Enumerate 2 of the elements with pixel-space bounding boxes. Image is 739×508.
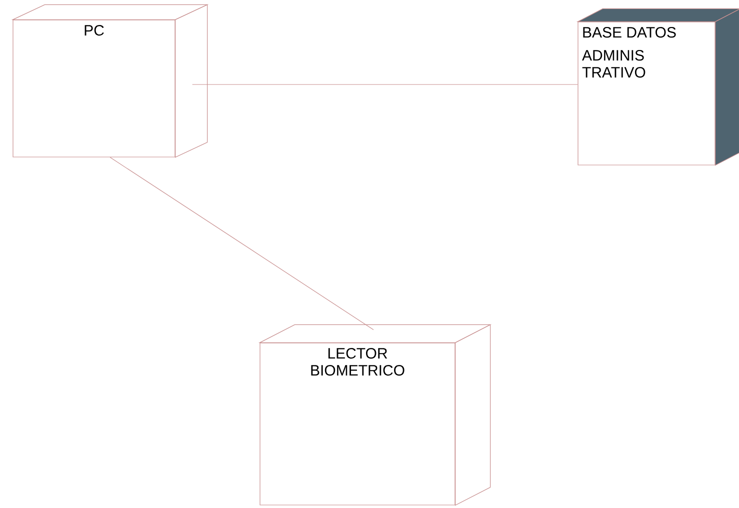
connector-line	[192, 84, 578, 85]
connector-line	[110, 157, 374, 330]
